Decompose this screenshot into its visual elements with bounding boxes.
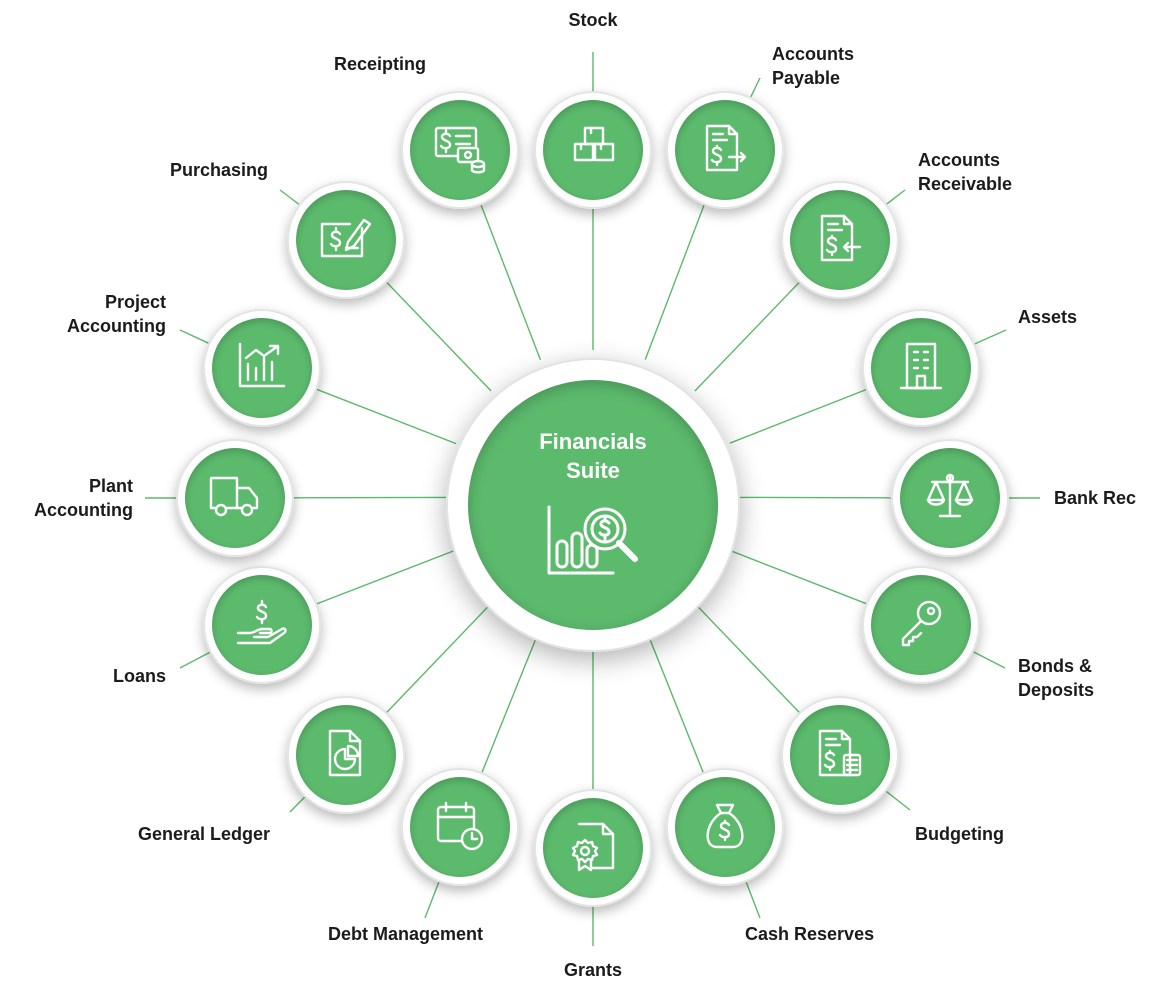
module-label-accounts-payable: Accounts Payable [772, 42, 972, 90]
module-node-bank-rec [891, 439, 1009, 557]
module-label-project-accounting: Project Accounting [0, 290, 166, 338]
module-node-cash-reserves [666, 768, 784, 886]
module-node-inner [871, 318, 971, 418]
connector-line-assets [730, 390, 866, 444]
module-node-budgeting [781, 696, 899, 814]
module-label-budgeting: Budgeting [915, 822, 1115, 846]
cheque-pen-icon [318, 210, 374, 271]
module-label-assets: Assets [1018, 305, 1157, 329]
leader-line-debt-management [425, 882, 439, 918]
module-node-accounts-receivable [781, 181, 899, 299]
leader-line-cash-reserves [746, 882, 760, 918]
module-node-inner [410, 777, 510, 877]
connector-line-project-accounting [317, 389, 456, 443]
hub-inner-disc: Financials Suite [468, 380, 718, 630]
module-node-general-ledger [287, 696, 405, 814]
invoice-dollar-arrow-out-icon [697, 120, 753, 181]
module-node-assets [862, 309, 980, 427]
hub-title: Financials Suite [539, 427, 647, 485]
module-node-debt-management [401, 768, 519, 886]
connector-line-accounts-receivable [695, 283, 799, 391]
module-node-stock [534, 91, 652, 209]
leader-line-accounts-payable [751, 78, 760, 97]
leader-line-project-accounting [180, 330, 208, 343]
boxes-icon [565, 120, 621, 181]
module-node-inner [675, 100, 775, 200]
module-label-grants: Grants [493, 958, 693, 982]
module-node-inner [790, 705, 890, 805]
chart-magnifier-dollar-icon [543, 499, 643, 584]
module-node-inner [296, 190, 396, 290]
module-node-inner [543, 100, 643, 200]
building-icon [893, 338, 949, 399]
leader-line-purchasing [280, 190, 299, 204]
leader-line-budgeting [886, 791, 910, 810]
leader-line-general-ledger [290, 797, 305, 812]
balance-scale-icon [922, 468, 978, 529]
module-node-inner [212, 575, 312, 675]
leader-line-bonds-deposits [974, 652, 1005, 668]
module-label-bank-rec: Bank Rec [1054, 486, 1157, 510]
connector-line-accounts-payable [645, 205, 704, 359]
module-node-bonds-deposits [862, 566, 980, 684]
module-node-plant-accounting [176, 439, 294, 557]
module-label-receipting: Receipting [226, 52, 426, 76]
module-node-accounts-payable [666, 91, 784, 209]
invoice-calculator-icon [812, 725, 868, 786]
hand-dollar-icon [234, 595, 290, 656]
connector-line-general-ledger [387, 603, 492, 712]
connector-line-loans [317, 550, 456, 604]
connector-line-receipting [481, 205, 540, 360]
calendar-clock-icon [432, 797, 488, 858]
module-node-receipting [401, 91, 519, 209]
module-node-purchasing [287, 181, 405, 299]
module-label-debt-management: Debt Management [283, 922, 483, 946]
module-node-inner [900, 448, 1000, 548]
hub-circle: Financials Suite [446, 358, 740, 652]
module-label-loans: Loans [0, 664, 166, 688]
module-node-loans [203, 566, 321, 684]
module-label-plant-accounting: Plant Accounting [0, 474, 133, 522]
leader-line-assets [975, 330, 1006, 344]
module-label-stock: Stock [493, 8, 693, 32]
money-bag-icon [697, 797, 753, 858]
certificate-document-icon [565, 818, 621, 879]
module-label-purchasing: Purchasing [68, 158, 268, 182]
connector-line-debt-management [482, 633, 538, 772]
receipt-coins-icon [432, 120, 488, 181]
module-node-inner [543, 798, 643, 898]
module-label-accounts-receivable: Accounts Receivable [918, 148, 1118, 196]
leader-line-accounts-receivable [887, 190, 905, 204]
module-node-inner [675, 777, 775, 877]
module-node-project-accounting [203, 309, 321, 427]
module-node-inner [296, 705, 396, 805]
key-icon [893, 595, 949, 656]
module-label-cash-reserves: Cash Reserves [745, 922, 945, 946]
module-node-inner [410, 100, 510, 200]
module-node-inner [185, 448, 285, 548]
connector-line-budgeting [695, 603, 800, 712]
connector-line-purchasing [387, 283, 491, 391]
module-node-inner [871, 575, 971, 675]
connector-line-bonds-deposits [730, 550, 866, 603]
module-node-inner [790, 190, 890, 290]
module-label-general-ledger: General Ledger [70, 822, 270, 846]
invoice-dollar-arrow-in-icon [812, 210, 868, 271]
connector-line-cash-reserves [648, 633, 703, 772]
module-node-grants [534, 789, 652, 907]
truck-icon [207, 468, 263, 529]
growth-chart-icon [234, 338, 290, 399]
leader-line-loans [180, 652, 210, 668]
document-pie-chart-icon [318, 725, 374, 786]
module-label-bonds-deposits: Bonds & Deposits [1018, 654, 1157, 702]
module-node-inner [212, 318, 312, 418]
